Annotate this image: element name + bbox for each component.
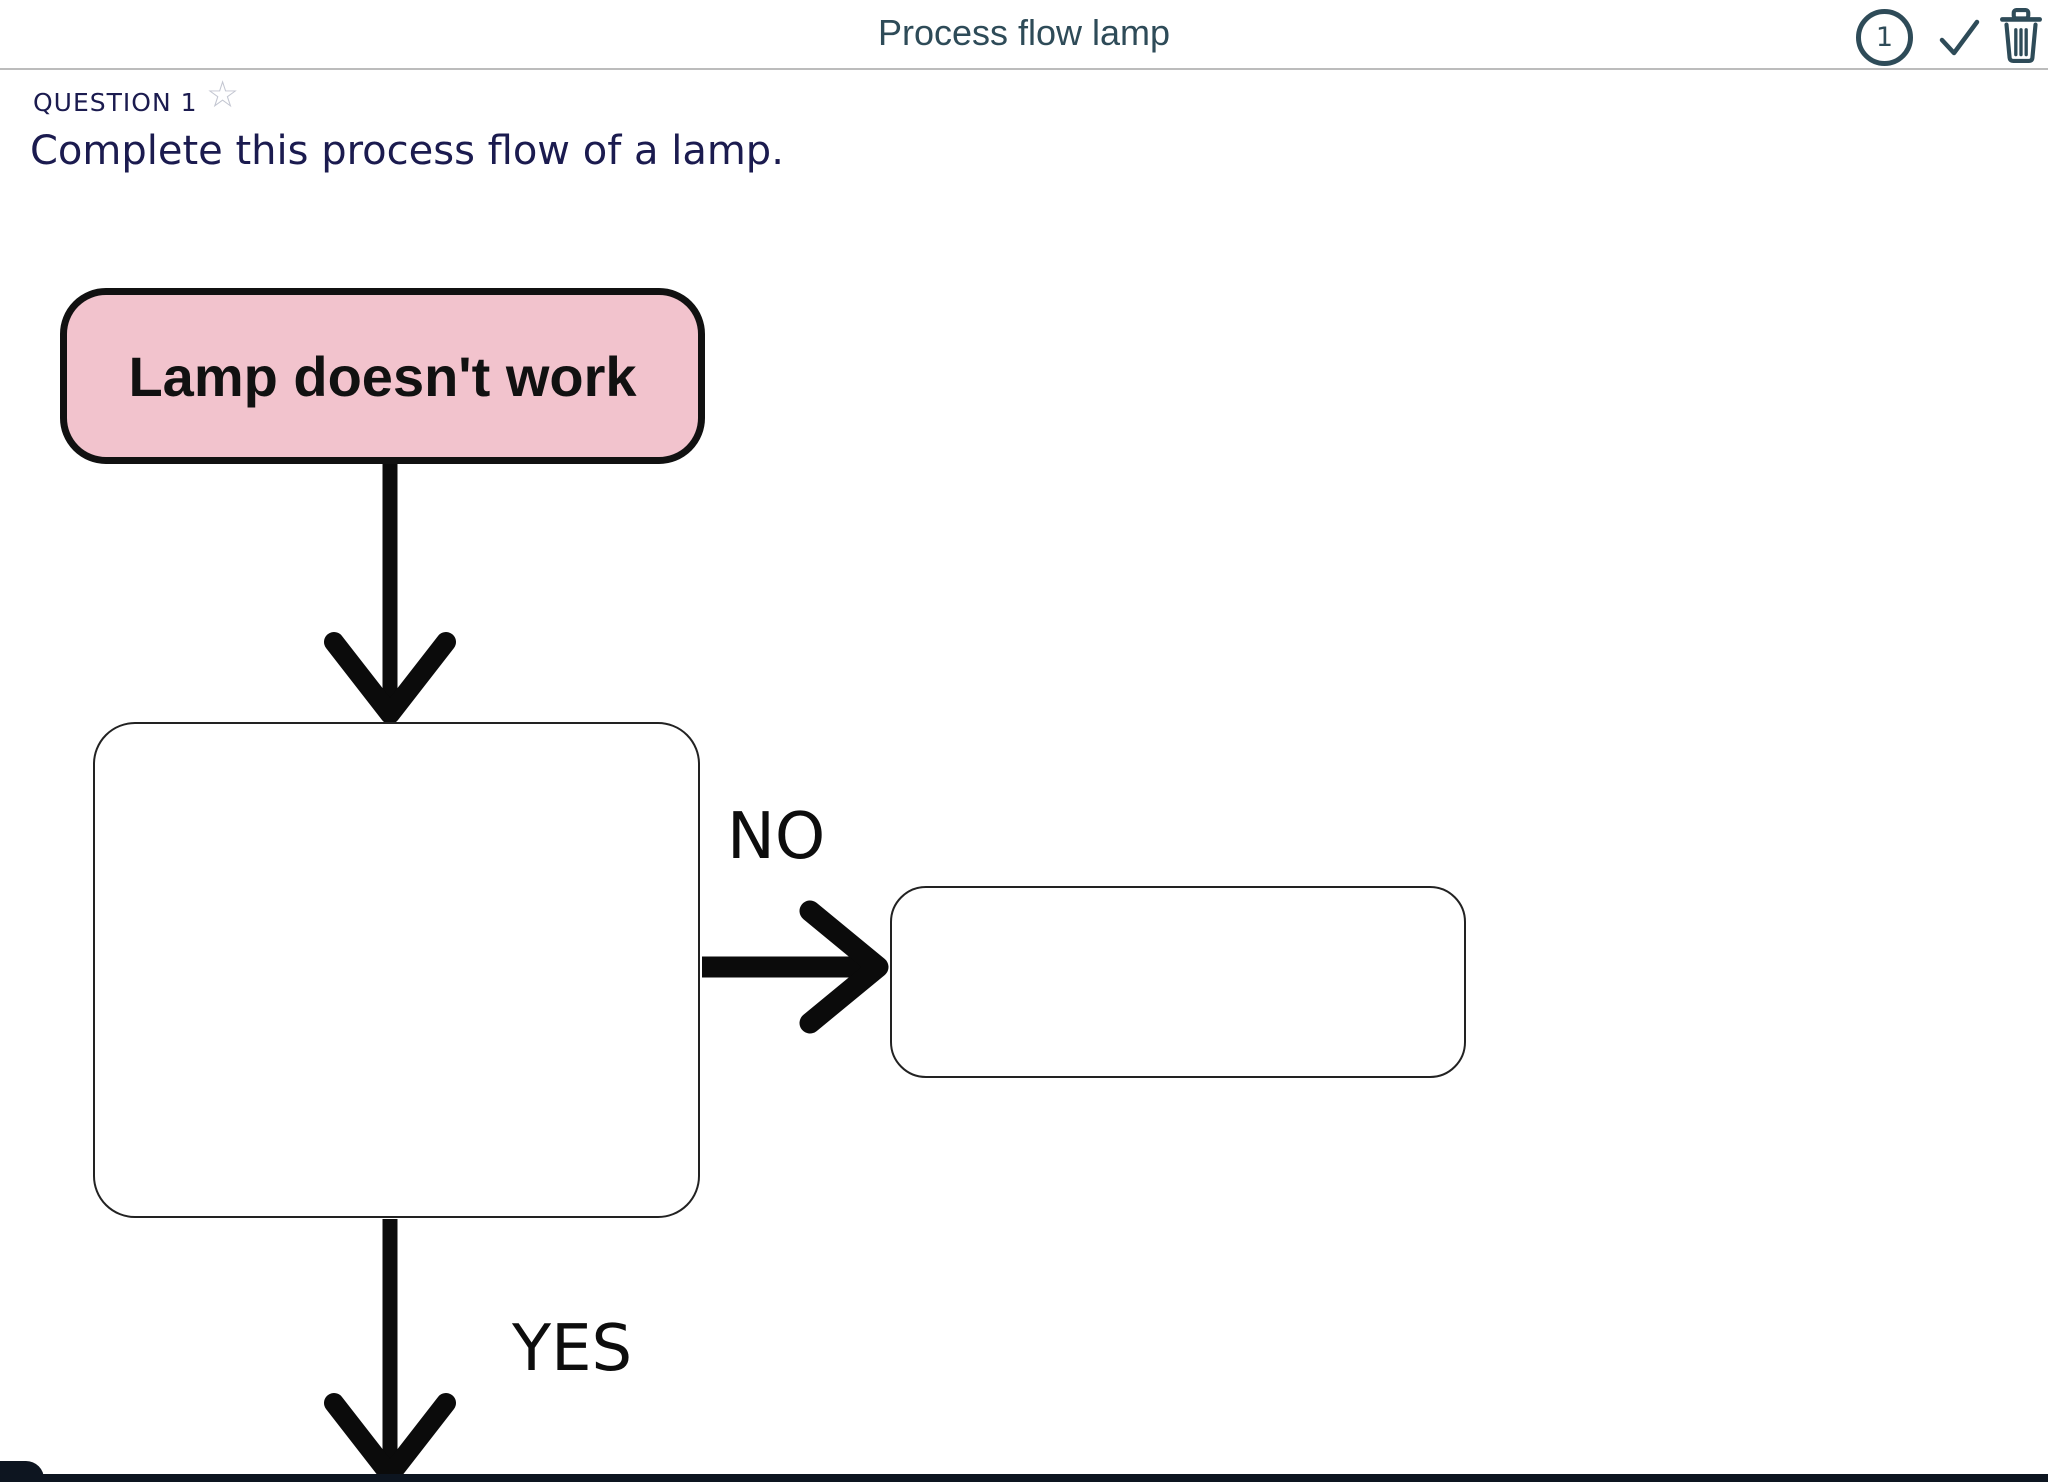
delete-button[interactable] xyxy=(1996,7,2046,64)
question-count-value: 1 xyxy=(1875,22,1894,53)
trash-icon xyxy=(1996,8,2046,67)
question-count-badge[interactable]: 1 xyxy=(1856,9,1913,66)
flow-node-start: Lamp doesn't work xyxy=(60,288,705,464)
arrow-right-icon xyxy=(702,900,889,1034)
arrow-down-icon xyxy=(324,464,456,722)
header-bar: Process flow lamp 1 xyxy=(0,0,2048,70)
confirm-button[interactable] xyxy=(1936,15,1982,59)
page-title: Process flow lamp xyxy=(877,12,1171,53)
flow-node-no-result-blank[interactable] xyxy=(890,886,1466,1078)
star-favorite-icon[interactable]: ☆ xyxy=(206,73,240,116)
branch-label-yes: YES xyxy=(512,1312,633,1386)
arrow-down-icon xyxy=(324,1219,456,1481)
question-text: Complete this process flow of a lamp. xyxy=(30,128,784,174)
check-icon xyxy=(1936,19,1982,62)
next-panel-top-edge xyxy=(0,1474,2048,1482)
flow-node-start-label: Lamp doesn't work xyxy=(128,344,637,408)
question-number-label: QUESTION 1 xyxy=(33,88,198,117)
flow-node-decision-blank[interactable] xyxy=(93,722,700,1218)
branch-label-no: NO xyxy=(727,800,826,874)
